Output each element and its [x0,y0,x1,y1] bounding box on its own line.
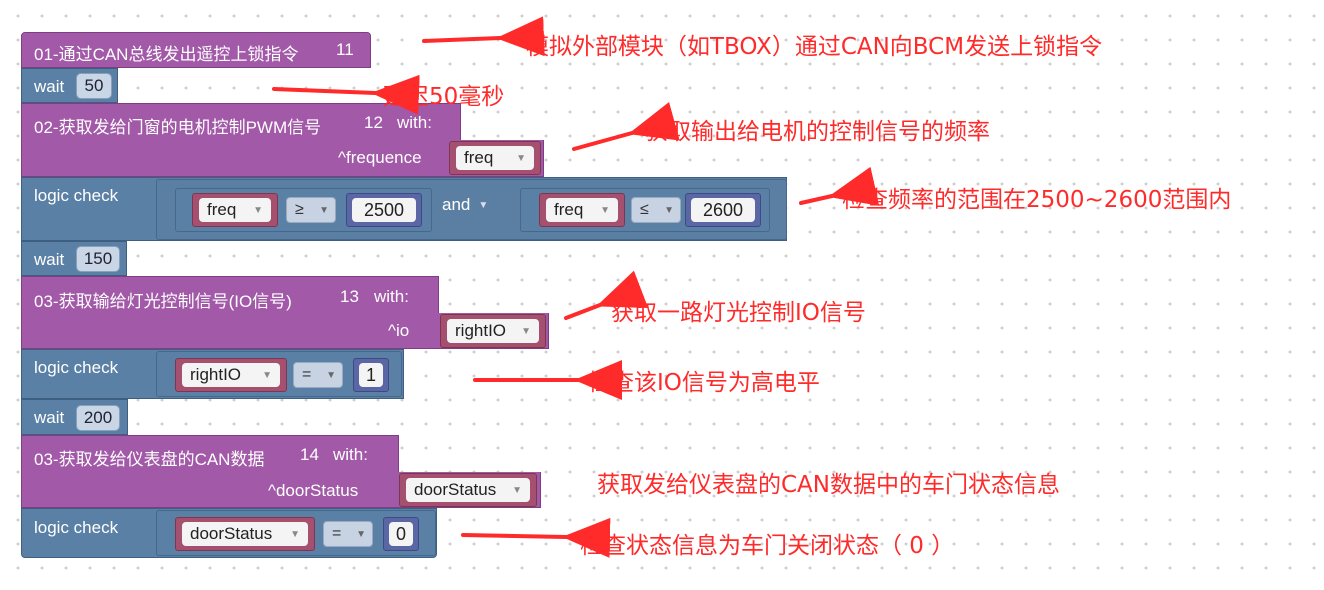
procedure-block-04[interactable]: 03-获取发给仪表盘的CAN数据 14 with: [21,435,399,473]
operator-dropdown[interactable]: =▼ [323,521,373,547]
block-01-id: 11 [336,40,354,59]
block-04-title: 03-获取发给仪表盘的CAN数据 [34,450,265,469]
variable-doorStatus[interactable]: doorStatus ▼ [175,517,315,551]
number-value[interactable]: 0 [389,522,413,546]
variable-name: freq [464,148,494,167]
dropdown-caret-icon: ▼ [326,369,336,381]
logic-check-block-3[interactable]: logic check doorStatus▼ =▼ 0 [21,508,437,558]
arrow-4 [799,166,880,206]
dropdown-caret-icon: ▼ [478,199,489,211]
procedure-block-04-param-row: ^doorStatus doorStatus ▼ [21,472,541,508]
procedure-block-01[interactable]: 01-通过CAN总线发出遥控上锁指令 11 [21,32,371,68]
logic-check-label: logic check [34,358,119,377]
block-03-title: 03-获取输给灯光控制信号(IO信号) [34,292,292,311]
variable-name: doorStatus [190,524,273,543]
annotation-1: 模拟外部模块（如TBOX）通过CAN向BCM发送上锁指令 [526,34,1103,60]
compare-left[interactable]: freq▼ ≥▼ 2500 [175,188,432,232]
annotation-7: 获取发给仪表盘的CAN数据中的车门状态信息 [597,472,1060,498]
operator-symbol: = [302,366,312,383]
block-04-id: 14 [300,445,319,464]
arrow-2 [272,74,420,115]
procedure-block-03-param-row: ^io rightIO ▼ [21,313,549,349]
number-value[interactable]: 2500 [352,198,416,222]
dropdown-caret-icon: ▼ [664,204,674,216]
procedure-block-03[interactable]: 03-获取输给灯光控制信号(IO信号) 13 with: [21,276,439,314]
logic-check-block-2[interactable]: logic check rightIO▼ =▼ 1 [21,349,404,399]
param-doorstatus-label: ^doorStatus [268,481,359,500]
number-value[interactable]: 2600 [691,198,755,222]
arrow-7 [461,517,611,558]
procedure-block-02-param-row: ^frequence freq ▼ [21,140,544,177]
variable-freq[interactable]: freq ▼ [539,193,625,227]
wait-label: wait [34,77,65,96]
operator-dropdown[interactable]: ≤▼ [631,197,681,223]
dropdown-caret-icon: ▼ [319,204,329,216]
variable-doorStatus[interactable]: doorStatus ▼ [399,473,537,507]
arrow-1 [422,16,545,57]
number-2600[interactable]: 2600 [685,193,761,227]
param-frequence-label: ^frequence [338,148,422,167]
wait-block-150[interactable]: wait 150 [21,241,127,276]
annotation-3: 获取输出给电机的控制信号的频率 [645,119,990,145]
number-2500[interactable]: 2500 [346,193,422,227]
variable-rightIO[interactable]: rightIO ▼ [440,314,546,348]
block-03-with: with: [374,287,409,306]
block-02-with: with: [397,113,432,132]
annotation-5: 获取一路灯光控制IO信号 [611,300,866,326]
number-value[interactable]: 1 [359,363,383,387]
variable-name: doorStatus [414,480,497,499]
dropdown-caret-icon: ▼ [521,325,531,337]
block-04-with: with: [333,445,368,464]
variable-name: freq [207,200,237,219]
variable-freq[interactable]: freq ▼ [449,141,541,175]
variable-rightIO[interactable]: rightIO ▼ [175,358,287,392]
operator-symbol: ≥ [295,201,304,218]
dropdown-caret-icon: ▼ [262,369,272,381]
operator-dropdown[interactable]: ≥▼ [286,197,336,223]
and-dropdown[interactable]: and ▼ [442,192,488,218]
variable-freq[interactable]: freq ▼ [192,193,278,227]
block-01-title: 01-通过CAN总线发出遥控上锁指令 [34,45,299,64]
operator-symbol: = [332,525,342,542]
dropdown-caret-icon: ▼ [356,528,366,540]
wait-label: wait [34,408,65,427]
block-02-id: 12 [364,113,383,132]
wait-value-field[interactable]: 50 [76,73,112,99]
wait-block-200[interactable]: wait 200 [21,399,128,435]
wait-block-50[interactable]: wait 50 [21,68,118,103]
annotation-2: 延迟50毫秒 [383,84,505,110]
arrow-5 [564,270,649,320]
annotation-8: 检查状态信息为车门关闭状态（ 0 ） [580,533,955,559]
variable-name: rightIO [190,365,242,384]
annotation-4: 检查频率的范围在2500~2600范围内 [842,187,1232,213]
logic-check-label: logic check [34,518,119,537]
dropdown-caret-icon: ▼ [290,528,300,540]
block-02-title: 02-获取发给门窗的电机控制PWM信号 [34,118,322,137]
logic-check-block-1[interactable]: logic check freq▼ ≥▼ 2500 and▼ freq▼ ≤▼ … [21,177,787,241]
compare-right[interactable]: freq▼ ≤▼ 2600 [520,188,770,232]
and-label: and [442,195,471,214]
block-03-id: 13 [340,287,359,306]
wait-value-field[interactable]: 150 [76,246,120,272]
number-0[interactable]: 0 [383,517,419,551]
dropdown-caret-icon: ▼ [512,484,522,496]
wait-label: wait [34,250,65,269]
annotation-6: 检查该IO信号为高电平 [588,370,820,396]
logic-check-label: logic check [34,186,119,205]
operator-symbol: ≤ [640,201,649,218]
dropdown-caret-icon: ▼ [253,204,263,216]
compare-expression[interactable]: doorStatus▼ =▼ 0 [156,510,436,556]
operator-dropdown[interactable]: =▼ [293,362,343,388]
compare-expression[interactable]: rightIO▼ =▼ 1 [156,351,402,397]
wait-value-field[interactable]: 200 [76,405,120,431]
dropdown-caret-icon: ▼ [600,204,610,216]
arrow-3 [572,102,680,151]
variable-name: rightIO [455,321,507,340]
dropdown-caret-icon: ▼ [516,152,526,164]
variable-name: freq [554,200,584,219]
param-io-label: ^io [388,321,410,340]
number-1[interactable]: 1 [353,358,389,392]
